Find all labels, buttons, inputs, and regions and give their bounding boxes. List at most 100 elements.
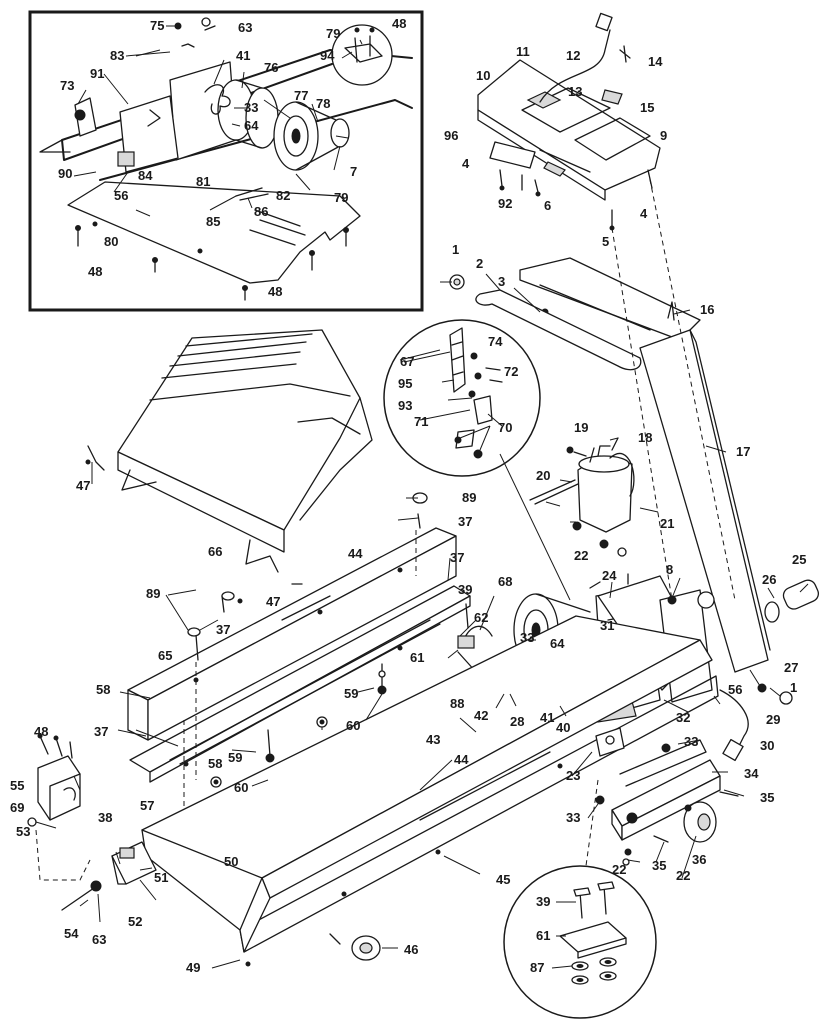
callout-label: 4 (462, 156, 470, 171)
callout-label: 3 (498, 274, 505, 289)
callout-label: 72 (504, 364, 518, 379)
callout-label: 19 (574, 420, 588, 435)
callout-label: 4 (640, 206, 648, 221)
callout-label: 17 (736, 444, 750, 459)
callout-label: 47 (76, 478, 90, 493)
callout-label: 45 (496, 872, 510, 887)
capacitor-group (529, 437, 635, 557)
callout-label: 42 (474, 708, 488, 723)
callout-label: 1 (790, 680, 797, 695)
callout-label: 86 (254, 204, 268, 219)
callout-label: 28 (510, 714, 524, 729)
callout-label: 7 (350, 164, 357, 179)
callout-label: 33 (684, 734, 698, 749)
callout-label: 93 (398, 398, 412, 413)
callout-label: 61 (536, 928, 550, 943)
callout-label: 35 (652, 858, 666, 873)
callout-label: 40 (556, 720, 570, 735)
callout-label: 96 (444, 128, 458, 143)
callout-label: 63 (238, 20, 252, 35)
callout-label: 20 (536, 468, 550, 483)
callout-label: 48 (34, 724, 48, 739)
callout-label: 59 (344, 686, 358, 701)
callout-label: 18 (638, 430, 652, 445)
callout-label: 2 (476, 256, 483, 271)
callout-label: 10 (476, 68, 490, 83)
callout-label: 27 (784, 660, 798, 675)
callout-label: 92 (498, 196, 512, 211)
callout-label: 94 (320, 48, 335, 63)
callout-label: 37 (216, 622, 230, 637)
callout-label: 60 (234, 780, 248, 795)
callout-label: 39 (458, 582, 472, 597)
callout-label: 59 (228, 750, 242, 765)
callout-label: 74 (488, 334, 503, 349)
callout-label: 71 (414, 414, 428, 429)
callout-label: 51 (154, 870, 168, 885)
callout-label: 22 (574, 548, 588, 563)
callout-label: 26 (762, 572, 776, 587)
callout-label: 89 (462, 490, 476, 505)
callout-label: 31 (600, 618, 614, 633)
callout-label: 57 (140, 798, 154, 813)
callout-label: 77 (294, 88, 308, 103)
callout-label: 88 (450, 696, 464, 711)
callout-label: 22 (676, 868, 690, 883)
callout-label: 24 (602, 568, 617, 583)
callout-label: 84 (138, 168, 153, 183)
callout-label: 58 (208, 756, 222, 771)
callout-label: 75 (150, 18, 164, 33)
front-frame (611, 739, 739, 866)
callout-label: 37 (458, 514, 472, 529)
motor-cover (85, 329, 373, 585)
callout-labels: 75 63 83 91 41 76 73 33 64 77 78 79 94 4… (10, 16, 806, 975)
callout-label: 35 (760, 790, 774, 805)
callout-label: 8 (666, 562, 673, 577)
callout-label: 46 (404, 942, 418, 957)
callout-label: 25 (792, 552, 806, 567)
foot-detail-circle (503, 865, 657, 1019)
console-assembly (477, 12, 661, 231)
callout-label: 62 (474, 610, 488, 625)
callout-label: 49 (186, 960, 200, 975)
callout-label: 91 (90, 66, 104, 81)
callout-label: 67 (400, 354, 414, 369)
callout-label: 36 (692, 852, 706, 867)
callout-label: 56 (728, 682, 742, 697)
callout-label: 61 (410, 650, 424, 665)
callout-label: 79 (334, 190, 348, 205)
callout-label: 48 (88, 264, 102, 279)
callout-label: 66 (208, 544, 222, 559)
callout-label: 44 (348, 546, 363, 561)
pivot-detail-circle (383, 319, 571, 601)
callout-label: 6 (544, 198, 551, 213)
callout-label: 81 (196, 174, 210, 189)
callout-label: 41 (540, 710, 554, 725)
callout-label: 14 (648, 54, 663, 69)
callout-label: 80 (104, 234, 118, 249)
callout-label: 53 (16, 824, 30, 839)
callout-label: 15 (640, 100, 654, 115)
callout-label: 32 (676, 710, 690, 725)
callout-label: 9 (660, 128, 667, 143)
callout-label: 48 (392, 16, 406, 31)
callout-label: 33 (566, 810, 580, 825)
callout-label: 22 (612, 862, 626, 877)
callout-label: 78 (316, 96, 330, 111)
side-rails (127, 492, 471, 826)
callout-label: 56 (114, 188, 128, 203)
callout-label: 90 (58, 166, 72, 181)
callout-label: 21 (660, 516, 674, 531)
callout-label: 79 (326, 26, 340, 41)
callout-label: 87 (530, 960, 544, 975)
callout-label: 37 (94, 724, 108, 739)
callout-label: 5 (602, 234, 609, 249)
callout-label: 83 (110, 48, 124, 63)
end-cap (27, 733, 102, 911)
callout-label: 89 (146, 586, 160, 601)
callout-label: 30 (760, 738, 774, 753)
callout-label: 34 (744, 766, 759, 781)
callout-label: 16 (700, 302, 714, 317)
